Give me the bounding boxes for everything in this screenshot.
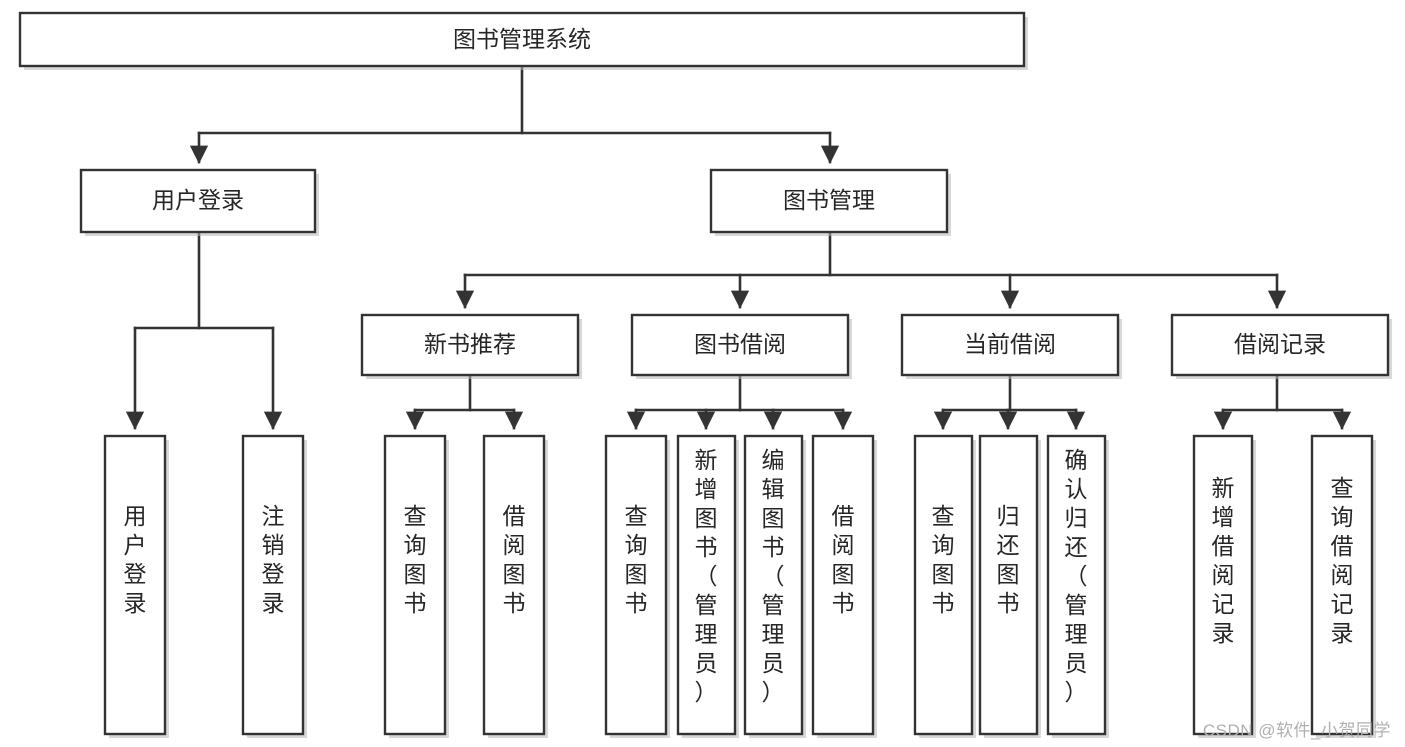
node-leaf-borrow-book[interactable]: 借阅图书 [811, 434, 877, 738]
node-leaf-query-book-current[interactable]: 查询图书 [913, 434, 976, 738]
node-root-label: 图书管理系统 [453, 26, 591, 52]
node-leaf-return-book[interactable]: 归还图书 [978, 434, 1041, 738]
node-user-login-label: 用户登录 [152, 187, 244, 213]
node-leaf-confirm-return[interactable]: 确认归还（管理员） [1046, 434, 1109, 738]
node-leaf-add-book-label: 新增图书（管理员） [695, 447, 718, 705]
csdn-watermark: CSDN @软件_小贺同学 [1202, 721, 1391, 740]
node-leaf-query-book-rec-label: 查询图书 [404, 503, 427, 616]
node-leaf-edit-book-label: 编辑图书（管理员） [762, 447, 785, 705]
node-leaf-logout[interactable]: 注销登录 [241, 434, 307, 738]
node-leaf-borrow-book-rec[interactable]: 借阅图书 [482, 434, 548, 738]
node-book-borrow[interactable]: 图书借阅 [630, 313, 852, 379]
node-leaf-add-book[interactable]: 新增图书（管理员） [676, 434, 739, 738]
node-leaf-query-book-current-label: 查询图书 [932, 503, 955, 616]
node-new-book-recommend-label: 新书推荐 [424, 331, 516, 357]
node-borrow-record[interactable]: 借阅记录 [1170, 313, 1392, 379]
node-leaf-borrow-book-rec-label: 借阅图书 [503, 503, 526, 616]
node-leaf-borrow-book-label: 借阅图书 [832, 503, 855, 616]
node-leaf-confirm-return-label: 确认归还（管理员） [1065, 447, 1088, 705]
node-root[interactable]: 图书管理系统 [18, 11, 1028, 70]
node-leaf-add-record-label: 新增借阅记录 [1212, 475, 1235, 646]
node-book-borrow-label: 图书借阅 [694, 331, 786, 357]
node-layer: 图书管理系统 用户登录 图书管理 新书推荐 图书借阅 当前借阅 [18, 11, 1392, 738]
node-current-borrow[interactable]: 当前借阅 [900, 313, 1122, 379]
node-leaf-user-login-label: 用户登录 [124, 503, 147, 616]
edge-layer [125, 64, 1352, 430]
node-leaf-edit-book[interactable]: 编辑图书（管理员） [743, 434, 806, 738]
node-leaf-query-record[interactable]: 查询借阅记录 [1310, 434, 1376, 738]
node-book-manage[interactable]: 图书管理 [709, 168, 951, 236]
node-leaf-query-book-borrow-label: 查询图书 [625, 503, 648, 616]
node-borrow-record-label: 借阅记录 [1234, 331, 1326, 357]
node-leaf-query-book-borrow[interactable]: 查询图书 [604, 434, 670, 738]
node-current-borrow-label: 当前借阅 [964, 331, 1056, 357]
node-leaf-query-record-label: 查询借阅记录 [1331, 475, 1354, 646]
node-leaf-query-book-rec[interactable]: 查询图书 [383, 434, 449, 738]
node-leaf-user-login[interactable]: 用户登录 [103, 434, 169, 738]
node-new-book-recommend[interactable]: 新书推荐 [360, 313, 582, 379]
node-book-manage-label: 图书管理 [783, 187, 875, 213]
node-user-login[interactable]: 用户登录 [79, 168, 319, 236]
node-leaf-add-record[interactable]: 新增借阅记录 [1192, 434, 1256, 738]
node-leaf-logout-label: 注销登录 [262, 503, 285, 616]
node-leaf-return-book-label: 归还图书 [997, 503, 1020, 616]
